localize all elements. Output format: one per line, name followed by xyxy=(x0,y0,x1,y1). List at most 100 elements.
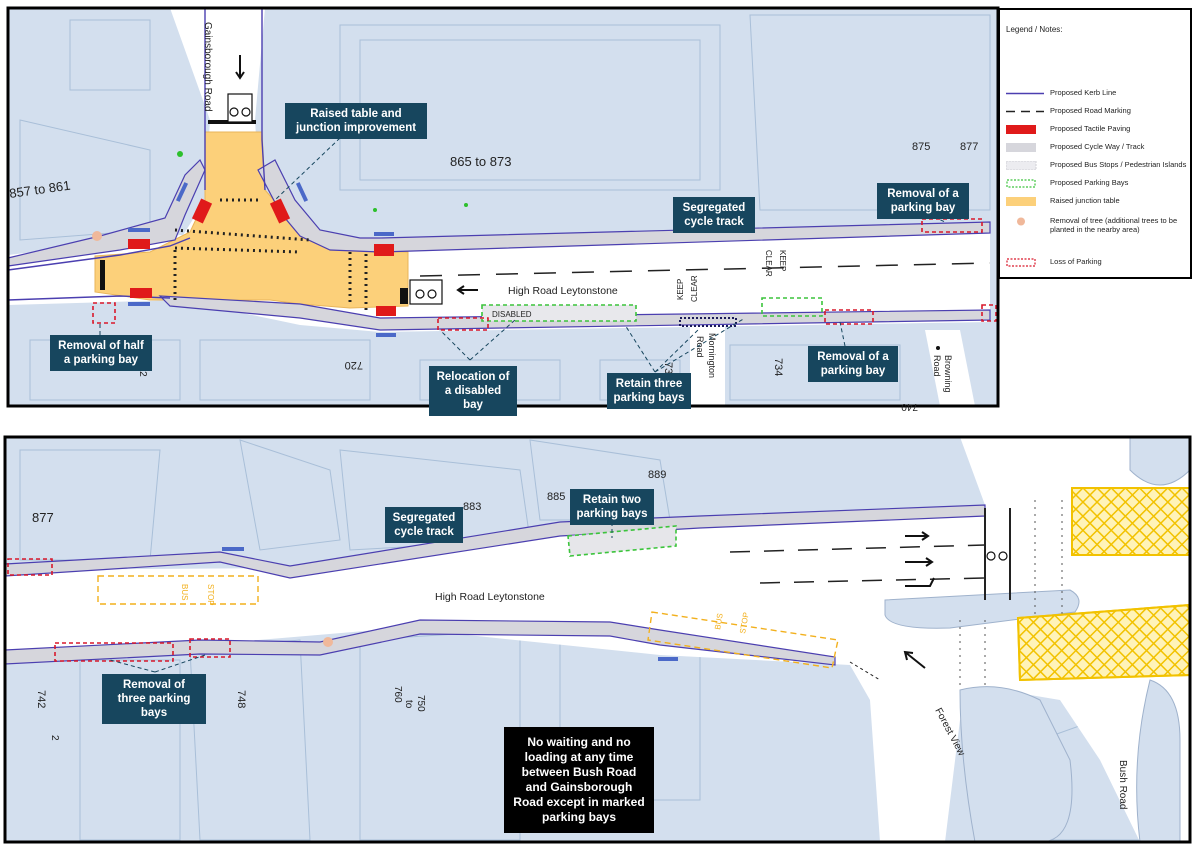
keep-clear-label: KEEP xyxy=(778,250,787,271)
legend-item: Proposed Cycle Way / Track xyxy=(1006,141,1188,155)
bus-stop-marking: STOP xyxy=(738,611,751,634)
building-number: 734 xyxy=(772,358,784,376)
legend-panel: Legend / Notes: Proposed Kerb Line Propo… xyxy=(998,8,1192,279)
no-waiting-notice: No waiting and no loading at any time be… xyxy=(504,727,654,833)
bus-stops xyxy=(97,575,839,669)
cycle-symbol-icon xyxy=(986,551,1008,561)
legend-item: Proposed Bus Stops / Pedestrian Islands xyxy=(1006,159,1188,173)
road-name-label: High Road Leytonstone xyxy=(435,591,545,603)
building-number: 877 xyxy=(960,141,978,153)
building-number: 875 xyxy=(912,141,930,153)
callout-removal-half-bay: Removal of half a parking bay xyxy=(50,335,152,371)
tree-icon xyxy=(373,208,377,212)
raised-table-icon xyxy=(1006,197,1036,206)
browning-road-label-2: Road xyxy=(932,355,942,377)
road-surface-bottom xyxy=(5,510,985,665)
tactile-paving-top xyxy=(128,198,396,316)
bus-stop-icon xyxy=(1006,161,1037,170)
building-number: to xyxy=(403,700,414,709)
tactile-paving-icon xyxy=(1006,125,1036,134)
bus-stop-marking: STOP xyxy=(206,584,215,606)
callout-removal-parking-bay-lower: Removal of a parking bay xyxy=(808,346,898,382)
legend-label: Proposed Bus Stops / Pedestrian Islands xyxy=(1050,160,1187,169)
road-markings-top xyxy=(419,262,991,277)
building-number: 889 xyxy=(648,469,666,481)
road-name-label: High Road Leytonstone xyxy=(508,285,618,297)
legend-label: Proposed Cycle Way / Track xyxy=(1050,142,1145,151)
mornington-road-label-2: Road xyxy=(695,336,705,358)
building-number: 748 xyxy=(235,690,247,708)
callout-segregated-cycle-track-bottom: Segregated cycle track xyxy=(385,507,463,543)
road-markings-bottom xyxy=(729,544,986,584)
building-number: 2 xyxy=(49,735,60,741)
keep-clear-label-3: KEEP xyxy=(676,279,685,300)
tree-removal-icon xyxy=(323,637,333,647)
kerb-lines-top xyxy=(7,8,266,301)
loss-of-parking-icon xyxy=(1006,258,1036,267)
legend-label: Proposed Parking Bays xyxy=(1050,178,1129,187)
legend-label: Proposed Road Marking xyxy=(1050,106,1131,115)
cycle-symbol-icon xyxy=(227,93,443,305)
crossing-stubs-bottom xyxy=(222,547,678,661)
tree-removal-icon xyxy=(92,231,102,241)
building-number: 877 xyxy=(32,510,54,525)
building-number: 742 xyxy=(35,690,47,708)
legend-label: Proposed Tactile Paving xyxy=(1050,124,1131,133)
kerb-line-icon xyxy=(1006,92,1044,95)
disabled-bay-label: DISABLED xyxy=(492,310,532,319)
building-number: 760 xyxy=(392,686,403,703)
legend-label: Proposed Kerb Line xyxy=(1050,88,1117,97)
legend-item: Proposed Parking Bays xyxy=(1006,177,1188,191)
callout-retain-two-bays: Retain two parking bays xyxy=(570,489,654,525)
legend-item: Proposed Road Marking xyxy=(1006,105,1188,119)
tree-removal-icon xyxy=(1017,217,1025,226)
legend-title: Legend / Notes: xyxy=(1006,25,1063,34)
bush-road-label: Bush Road xyxy=(1117,760,1128,809)
legend-item: Raised junction table xyxy=(1006,195,1188,209)
bus-stop-marking: BUS xyxy=(180,584,189,600)
callout-removal-parking-bay: Removal of a parking bay xyxy=(877,183,969,219)
cycle-track-icon xyxy=(1006,143,1036,152)
callout-raised-table: Raised table and junction improvement xyxy=(285,103,427,139)
stop-lines xyxy=(984,508,1011,600)
tree-icon xyxy=(464,203,468,207)
direction-arrow-icon xyxy=(235,55,478,295)
crossing-stubs-top xyxy=(128,182,396,337)
bus-stop-marking: BUS xyxy=(713,613,725,631)
tree-icon xyxy=(177,151,183,157)
building-number: 883 xyxy=(463,501,481,513)
junction-markings xyxy=(173,198,368,310)
callout-relocation-disabled-bay: Relocation of a disabled bay xyxy=(429,366,517,416)
building-number: 720 xyxy=(345,359,363,371)
mornington-road-label: Mornington xyxy=(707,333,717,378)
parking-bays-top xyxy=(92,218,997,331)
keep-clear-label-4: CLEAR xyxy=(690,275,699,302)
legend-label: Removal of tree (additional trees to be … xyxy=(1050,216,1178,234)
callout-removal-three-bays: Removal of three parking bays xyxy=(102,674,206,724)
top-panel xyxy=(6,6,1000,408)
legend-label: Loss of Parking xyxy=(1050,257,1102,266)
legend-item: Removal of tree (additional trees to be … xyxy=(1006,215,1188,245)
retained-bays-hatch xyxy=(679,317,737,327)
top-panel-labels: High Road Leytonstone Gainsborough Road … xyxy=(8,22,978,412)
cycle-track-top xyxy=(7,158,991,331)
legend-label: Raised junction table xyxy=(1050,196,1120,205)
browning-road-label: Browning xyxy=(943,355,953,393)
legend-item: Proposed Kerb Line xyxy=(1006,87,1188,101)
building-number: 740 xyxy=(901,401,918,412)
building-number: 750 xyxy=(415,695,426,712)
parking-bay-icon xyxy=(1006,179,1036,188)
legend-item: Proposed Tactile Paving xyxy=(1006,123,1188,137)
tree-icon xyxy=(936,346,940,350)
building-number: 885 xyxy=(547,491,565,503)
gainsborough-road-label: Gainsborough Road xyxy=(202,22,213,112)
legend-item: Loss of Parking xyxy=(1006,256,1188,270)
callout-retain-three-bays: Retain three parking bays xyxy=(607,373,691,409)
traffic-islands xyxy=(884,436,1191,843)
pedestrian-crossing-lines xyxy=(959,500,1063,690)
keep-clear-label-2: CLEAR xyxy=(764,250,773,277)
callout-segregated-cycle-track: Segregated cycle track xyxy=(673,197,755,233)
parking-bays-bottom xyxy=(7,525,677,662)
building-number: 865 to 873 xyxy=(450,154,511,169)
lane-arrow-icon xyxy=(903,531,935,669)
